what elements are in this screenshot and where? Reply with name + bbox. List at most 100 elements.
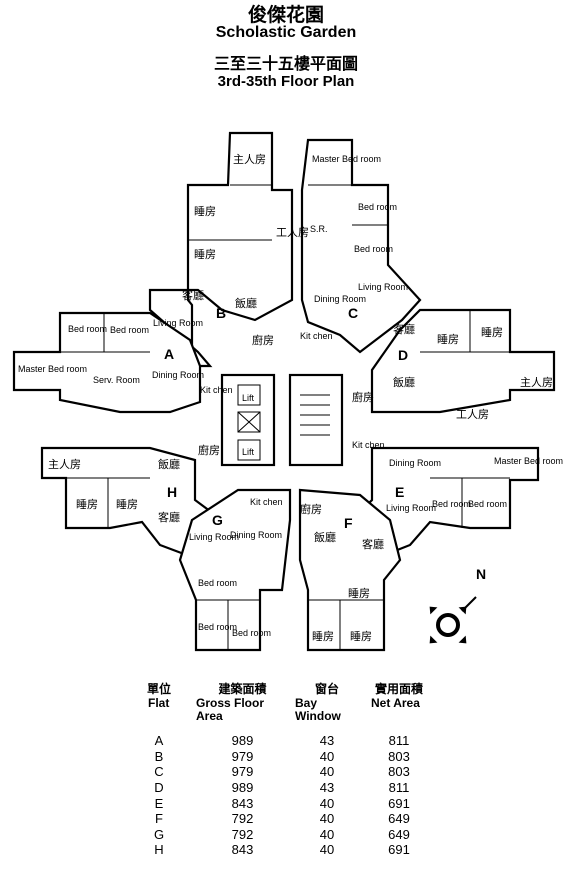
room-a-bed2-en: Bed room	[110, 325, 149, 335]
cell-bay: 43	[319, 733, 335, 749]
flat-label-b: B	[216, 305, 226, 321]
room-e-kitchen-en: Kit chen	[352, 440, 385, 450]
room-a-kitchen-en: Kit chen	[200, 385, 233, 395]
col-bay-zh: 窗台	[314, 682, 339, 696]
room-d-bed1-zh: 睡房	[437, 333, 459, 346]
room-d-bed2-zh: 睡房	[481, 326, 503, 339]
col-net-en: Net Area	[371, 696, 420, 710]
flat-label-g: G	[212, 512, 223, 528]
room-f-bed1-zh: 睡房	[348, 587, 370, 600]
cell-net: 649	[388, 826, 410, 842]
cell-flat: E	[154, 795, 164, 811]
room-c-bed2-en: Bed room	[354, 244, 393, 254]
cell-bay: 40	[319, 764, 335, 780]
room-d-kitchen-zh: 廚房	[352, 390, 374, 404]
floor-title-zh: 三至三十五樓平面圖	[213, 54, 358, 73]
cell-net: 803	[388, 764, 410, 780]
cell-net: 803	[388, 748, 410, 764]
room-f-bed3-zh: 睡房	[350, 630, 372, 643]
flat-label-e: E	[395, 484, 404, 500]
col-flat-zh: 單位	[146, 682, 171, 696]
col-flat-en: Flat	[148, 696, 170, 710]
building-name-en: Scholastic Garden	[215, 24, 357, 41]
cell-gross: 792	[231, 826, 254, 842]
cell-gross: 843	[231, 795, 254, 811]
lift-label-1: Lift	[242, 393, 255, 403]
room-a-master-en: Master Bed room	[18, 364, 87, 374]
room-f-bed2-zh: 睡房	[312, 630, 334, 643]
cell-gross: 979	[231, 748, 254, 764]
cell-bay: 40	[319, 842, 335, 858]
room-d-living-zh: 客廳	[393, 322, 415, 336]
room-h-living-zh: 客廳	[158, 510, 180, 524]
cell-net: 811	[388, 733, 410, 749]
compass-icon: N	[429, 566, 486, 644]
col-net-zh: 實用面積	[374, 682, 423, 696]
room-g-living-en: Living Room	[189, 532, 239, 542]
room-h-master-zh: 主人房	[48, 458, 81, 471]
col-bay-en: Bay Window	[295, 696, 341, 723]
building-name-zh: 俊傑花園	[247, 4, 324, 26]
room-c-bed1-en: Bed room	[358, 202, 397, 212]
room-c-sr: S.R.	[310, 224, 328, 234]
flat-label-f: F	[344, 515, 353, 531]
room-b-master-zh: 主人房	[233, 153, 266, 166]
cell-gross: 792	[231, 811, 254, 827]
room-a-living-en: Living Room	[153, 318, 203, 328]
room-d-serv-zh: 工人房	[456, 408, 489, 421]
plan-partitions	[60, 184, 510, 650]
plan-walls	[12, 131, 556, 652]
area-table: 單位 Flat 建築面積 Gross Floor Area 窗台 Bay Win…	[128, 680, 439, 858]
cell-flat: A	[154, 733, 164, 749]
room-g-bed3-en: Bed room	[232, 628, 271, 638]
room-b-dining-zh: 飯廳	[235, 296, 257, 310]
floor-plan: B C A D H E G F 主人房 睡房 睡房 工人房 客廳 飯廳 廚房 M…	[12, 131, 563, 652]
cell-net: 811	[388, 780, 410, 796]
col-bay: 窗台 Bay Window	[295, 680, 359, 723]
cell-bay: 40	[319, 811, 335, 827]
cell-bay: 40	[319, 748, 335, 764]
cell-net: 691	[388, 842, 410, 858]
col-gross-en: Gross Floor Area	[196, 696, 265, 723]
room-h-bed1-zh: 睡房	[76, 498, 98, 511]
room-g-bed1-en: Bed room	[198, 578, 237, 588]
room-e-living-en: Living Room	[386, 503, 436, 513]
room-a-serv-en: Serv. Room	[93, 375, 140, 385]
room-a-dining-en: Dining Room	[152, 370, 204, 380]
cell-gross: 979	[231, 764, 254, 780]
room-b-living-zh: 客廳	[182, 288, 204, 302]
room-c-master-en: Master Bed room	[312, 154, 381, 164]
table-row: A 989 43 811	[128, 733, 439, 749]
cell-flat: G	[153, 826, 165, 842]
flat-label-d: D	[398, 347, 408, 363]
cell-gross: 989	[231, 733, 254, 749]
room-h-kitchen-zh: 廚房	[198, 443, 220, 457]
flat-label-h: H	[167, 484, 177, 500]
room-c-living-en: Living Room	[358, 282, 408, 292]
lift-label-2: Lift	[242, 447, 255, 457]
compass-north-label: N	[476, 566, 486, 582]
flat-label-c: C	[348, 305, 358, 321]
room-f-kitchen-zh: 廚房	[300, 502, 322, 516]
room-g-bed2-en: Bed room	[198, 622, 237, 632]
room-f-dining-zh: 飯廳	[314, 530, 336, 544]
room-d-master-zh: 主人房	[520, 376, 553, 389]
room-h-bed2-zh: 睡房	[116, 498, 138, 511]
room-c-dining-en: Dining Room	[314, 294, 366, 304]
cell-flat: F	[155, 811, 163, 827]
col-net: 實用面積 Net Area	[359, 680, 439, 723]
col-flat: 單位 Flat	[128, 680, 190, 723]
room-e-bed2-en: Bed room	[468, 499, 507, 509]
floor-title-en: 3rd-35th Floor Plan	[217, 73, 355, 90]
room-e-master-en: Master Bed room	[494, 456, 563, 466]
flat-label-a: A	[164, 346, 174, 362]
col-gross-zh: 建築面積	[218, 682, 267, 696]
room-a-bed1-en: Bed room	[68, 324, 107, 334]
cell-gross: 989	[231, 780, 254, 796]
cell-flat: C	[154, 764, 164, 780]
